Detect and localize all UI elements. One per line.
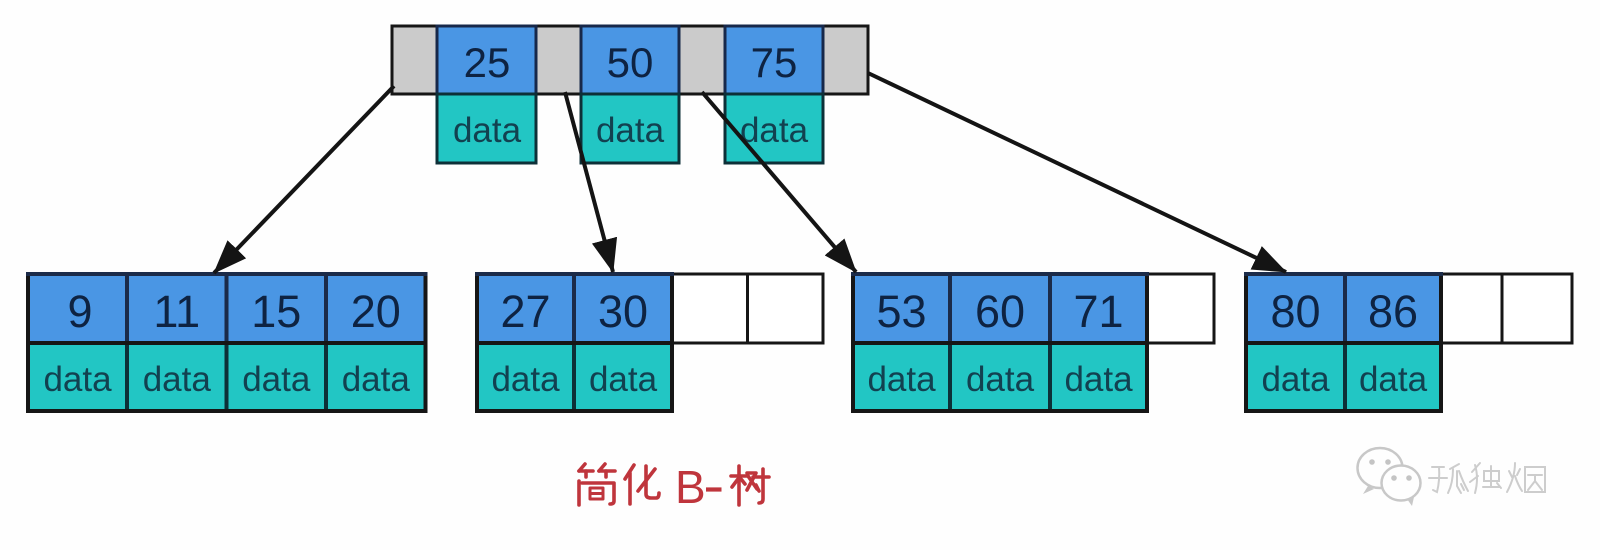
svg-text:50: 50	[607, 39, 654, 86]
svg-text:data: data	[342, 360, 411, 399]
svg-text:71: 71	[1073, 286, 1123, 337]
svg-text:data: data	[589, 360, 658, 399]
svg-text:data: data	[1359, 360, 1428, 399]
svg-text:15: 15	[251, 286, 301, 337]
svg-text:25: 25	[464, 39, 511, 86]
svg-text:data: data	[740, 111, 809, 150]
svg-text:27: 27	[500, 286, 550, 337]
svg-text:data: data	[242, 360, 311, 399]
svg-text:80: 80	[1270, 286, 1320, 337]
svg-text:20: 20	[351, 286, 401, 337]
svg-text:86: 86	[1368, 286, 1418, 337]
svg-text:11: 11	[153, 286, 200, 337]
svg-text:9: 9	[67, 286, 92, 337]
svg-text:data: data	[143, 360, 212, 399]
svg-text:60: 60	[975, 286, 1025, 337]
svg-text:data: data	[867, 360, 936, 399]
svg-text:data: data	[596, 111, 665, 150]
svg-text:data: data	[1064, 360, 1133, 399]
svg-text:53: 53	[876, 286, 926, 337]
svg-text:B: B	[675, 461, 706, 513]
svg-text:data: data	[43, 360, 112, 399]
svg-text:75: 75	[751, 39, 798, 86]
svg-text:30: 30	[598, 286, 648, 337]
svg-text:data: data	[1261, 360, 1330, 399]
svg-text:data: data	[966, 360, 1035, 399]
svg-text:data: data	[491, 360, 560, 399]
svg-text:data: data	[453, 111, 522, 150]
